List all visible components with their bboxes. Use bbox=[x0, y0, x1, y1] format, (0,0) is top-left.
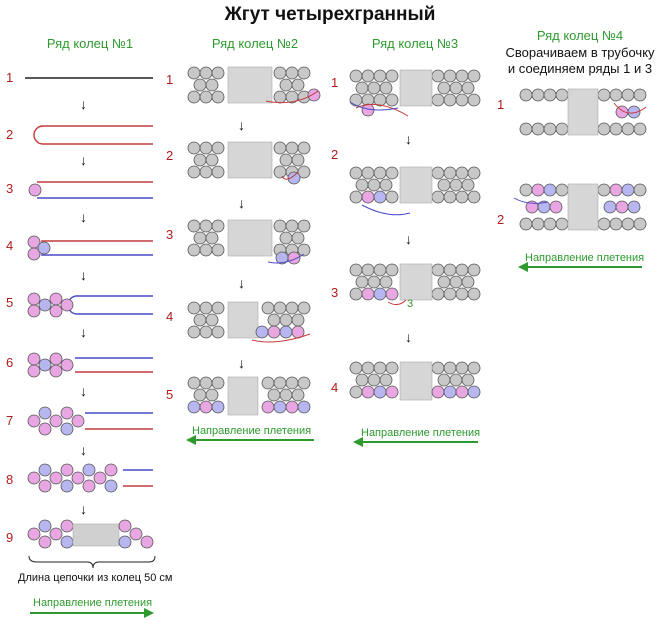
down-arrow-icon: ↓ bbox=[80, 96, 87, 112]
down-arrow-icon: ↓ bbox=[238, 275, 245, 291]
col1-step-8-diagram bbox=[27, 463, 153, 493]
col3-step-4: 4 bbox=[331, 380, 339, 395]
col1-step-6-diagram bbox=[27, 352, 153, 378]
column-4-note-line-1: Сворачиваем в трубочку bbox=[505, 45, 655, 60]
col1-direction-label: Направление плетения bbox=[33, 597, 153, 609]
col4-step-1-diagram bbox=[519, 88, 647, 136]
down-arrow-icon: ↓ bbox=[405, 231, 412, 247]
down-arrow-icon: ↓ bbox=[80, 383, 87, 399]
col2-step-4-diagram bbox=[187, 301, 311, 343]
col4-direction-line bbox=[528, 266, 642, 268]
col2-direction-label: Направление плетения bbox=[192, 425, 312, 437]
col3-step-2: 2 bbox=[331, 147, 339, 162]
col2-step-4: 4 bbox=[166, 309, 174, 324]
col2-step-3-diagram bbox=[187, 219, 311, 265]
col1-step-2: 2 bbox=[6, 127, 14, 142]
col3-step-1-diagram bbox=[349, 69, 481, 117]
col4-step-2-diagram bbox=[513, 183, 647, 231]
col1-step-3: 3 bbox=[6, 181, 14, 196]
col1-step-7: 7 bbox=[6, 413, 14, 428]
column-3-heading: Ряд колец №3 bbox=[371, 36, 459, 51]
col1-step-4-diagram bbox=[27, 235, 153, 261]
col1-step-7-diagram bbox=[27, 406, 153, 436]
col1-step-2-diagram bbox=[33, 125, 153, 145]
col2-step-5-diagram bbox=[187, 376, 311, 416]
down-arrow-icon: ↓ bbox=[238, 355, 245, 371]
col3-direction-line bbox=[363, 441, 478, 443]
col2-step-1: 1 bbox=[166, 72, 174, 87]
col3-step-3: 3 bbox=[331, 285, 339, 300]
arrow-right-icon bbox=[144, 608, 154, 618]
col3-direction-label: Направление плетения bbox=[361, 427, 481, 439]
down-arrow-icon: ↓ bbox=[405, 131, 412, 147]
col1-step-6: 6 bbox=[6, 355, 14, 370]
down-arrow-icon: ↓ bbox=[80, 209, 87, 225]
col3-step-4-diagram bbox=[349, 361, 481, 401]
col1-step-8: 8 bbox=[6, 472, 14, 487]
col4-step-1: 1 bbox=[497, 97, 505, 112]
col1-step-1-diagram bbox=[25, 77, 153, 79]
page-title: Жгут четырехгранный bbox=[224, 4, 436, 25]
col2-step-2-diagram bbox=[187, 141, 311, 185]
down-arrow-icon: ↓ bbox=[80, 501, 87, 517]
arrow-left-icon bbox=[518, 262, 528, 272]
column-1-heading: Ряд колец №1 bbox=[46, 36, 134, 51]
col4-step-2: 2 bbox=[497, 212, 505, 227]
col2-step-5: 5 bbox=[166, 387, 174, 402]
down-arrow-icon: ↓ bbox=[238, 195, 245, 211]
col1-direction-line bbox=[30, 612, 144, 614]
column-4-heading: Ряд колец №4 bbox=[536, 28, 624, 43]
down-arrow-icon: ↓ bbox=[238, 117, 245, 133]
down-arrow-icon: ↓ bbox=[80, 442, 87, 458]
down-arrow-icon: ↓ bbox=[80, 267, 87, 283]
column-2-heading: Ряд колец №2 bbox=[211, 36, 299, 51]
col3-step-3-mark: 3 bbox=[407, 298, 414, 310]
down-arrow-icon: ↓ bbox=[80, 324, 87, 340]
col1-step-9: 9 bbox=[6, 530, 14, 545]
col1-step-9-diagram bbox=[27, 519, 156, 569]
col2-direction-line bbox=[196, 439, 314, 441]
col3-step-2-diagram bbox=[349, 166, 481, 216]
down-arrow-icon: ↓ bbox=[80, 152, 87, 168]
down-arrow-icon: ↓ bbox=[405, 329, 412, 345]
col2-step-1-diagram bbox=[187, 66, 321, 104]
col3-step-3-diagram bbox=[349, 263, 481, 306]
col4-direction-label: Направление плетения bbox=[525, 252, 645, 264]
chain-length-note: Длина цепочки из колец 50 см bbox=[18, 572, 173, 584]
col2-step-3: 3 bbox=[166, 227, 174, 242]
col1-step-5-diagram bbox=[27, 292, 153, 318]
col3-step-1: 1 bbox=[331, 75, 339, 90]
column-4-note-line-2: и соединяем ряды 1 и 3 bbox=[507, 61, 653, 76]
col2-step-2: 2 bbox=[166, 148, 174, 163]
col1-step-1: 1 bbox=[6, 70, 14, 85]
col1-step-3-diagram bbox=[28, 181, 153, 199]
col1-step-5: 5 bbox=[6, 295, 14, 310]
arrow-left-icon bbox=[353, 437, 363, 447]
col1-step-4: 4 bbox=[6, 238, 14, 253]
arrow-left-icon bbox=[186, 435, 196, 445]
